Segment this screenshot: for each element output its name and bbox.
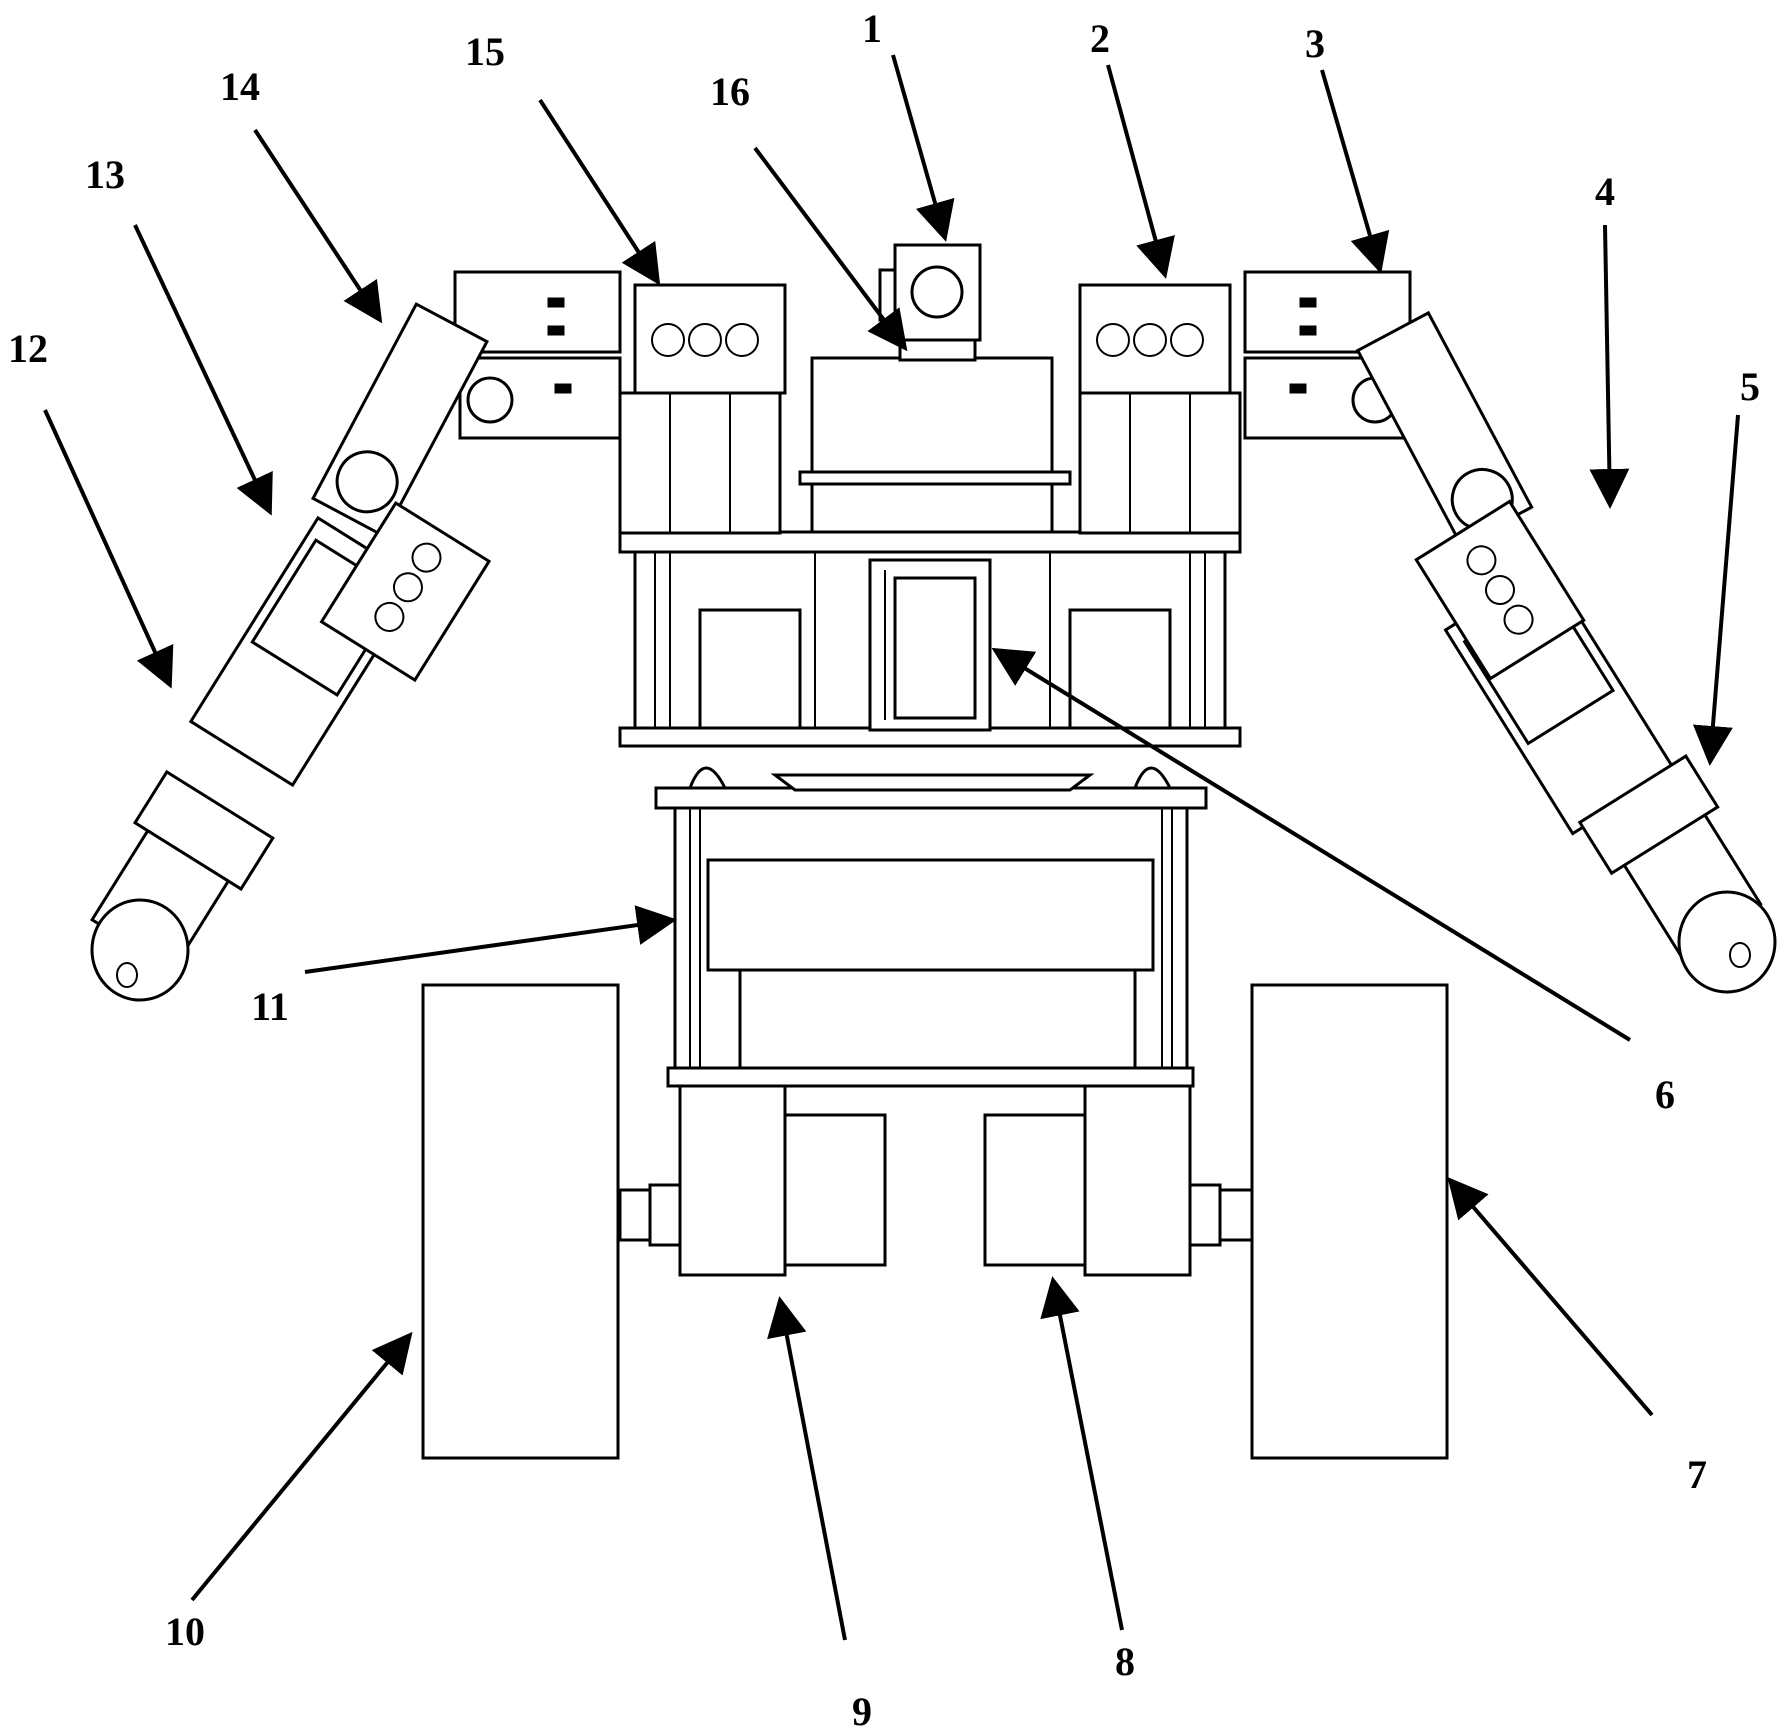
leader-3 xyxy=(1320,69,1390,274)
waist-servo xyxy=(868,558,992,732)
callout-15: 15 xyxy=(465,29,505,74)
leader-13 xyxy=(133,224,273,516)
leader-5 xyxy=(1692,414,1740,766)
left-end-effector xyxy=(90,898,190,1002)
callout-8: 8 xyxy=(1115,1639,1135,1684)
leader-2 xyxy=(1106,64,1175,279)
callout-4: 4 xyxy=(1595,169,1615,214)
left-wheel xyxy=(421,983,620,1460)
control-box xyxy=(798,356,1072,534)
leader-10 xyxy=(190,1331,413,1602)
right-wrist-servo xyxy=(1414,499,1586,681)
right-drive-motor xyxy=(983,1078,1192,1277)
callout-5: 5 xyxy=(1740,364,1760,409)
left-drive-motor xyxy=(678,1078,887,1277)
leader-lines xyxy=(43,54,1740,1641)
callout-14: 14 xyxy=(220,64,260,109)
leader-1 xyxy=(891,54,955,242)
callout-labels: 1 2 3 4 5 6 7 8 9 10 11 12 13 14 15 16 xyxy=(8,6,1760,1733)
leader-9 xyxy=(767,1296,847,1641)
leader-16 xyxy=(753,146,908,352)
left-shoulder-motor xyxy=(618,391,782,535)
callout-13: 13 xyxy=(85,152,125,197)
left-wrist-servo xyxy=(319,500,492,683)
right-axle xyxy=(1188,1183,1254,1247)
waist-frame xyxy=(654,766,1208,1088)
callout-10: 10 xyxy=(165,1609,205,1654)
leader-14 xyxy=(253,128,383,324)
leader-15 xyxy=(538,98,661,286)
right-wheel xyxy=(1250,983,1449,1460)
leader-7 xyxy=(1447,1176,1654,1417)
callout-3: 3 xyxy=(1305,21,1325,66)
callout-7: 7 xyxy=(1687,1452,1707,1497)
callout-1: 1 xyxy=(862,6,882,51)
right-shoulder-motor xyxy=(1078,391,1242,535)
callout-2: 2 xyxy=(1090,16,1110,61)
left-shoulder-servo xyxy=(633,283,787,395)
leader-8 xyxy=(1040,1276,1124,1631)
leader-11 xyxy=(304,905,677,974)
callout-6: 6 xyxy=(1655,1072,1675,1117)
callout-16: 16 xyxy=(710,69,750,114)
callout-9: 9 xyxy=(852,1689,872,1733)
leader-12 xyxy=(43,409,174,689)
left-upper-arm xyxy=(453,270,622,440)
camera-head xyxy=(878,243,982,362)
callout-12: 12 xyxy=(8,326,48,371)
left-axle xyxy=(618,1183,682,1247)
right-end-effector xyxy=(1677,890,1777,994)
left-elbow-joint xyxy=(311,302,489,538)
callout-11: 11 xyxy=(251,984,289,1029)
leader-6 xyxy=(991,647,1632,1042)
right-shoulder-servo xyxy=(1078,283,1232,395)
leader-4 xyxy=(1589,224,1630,509)
